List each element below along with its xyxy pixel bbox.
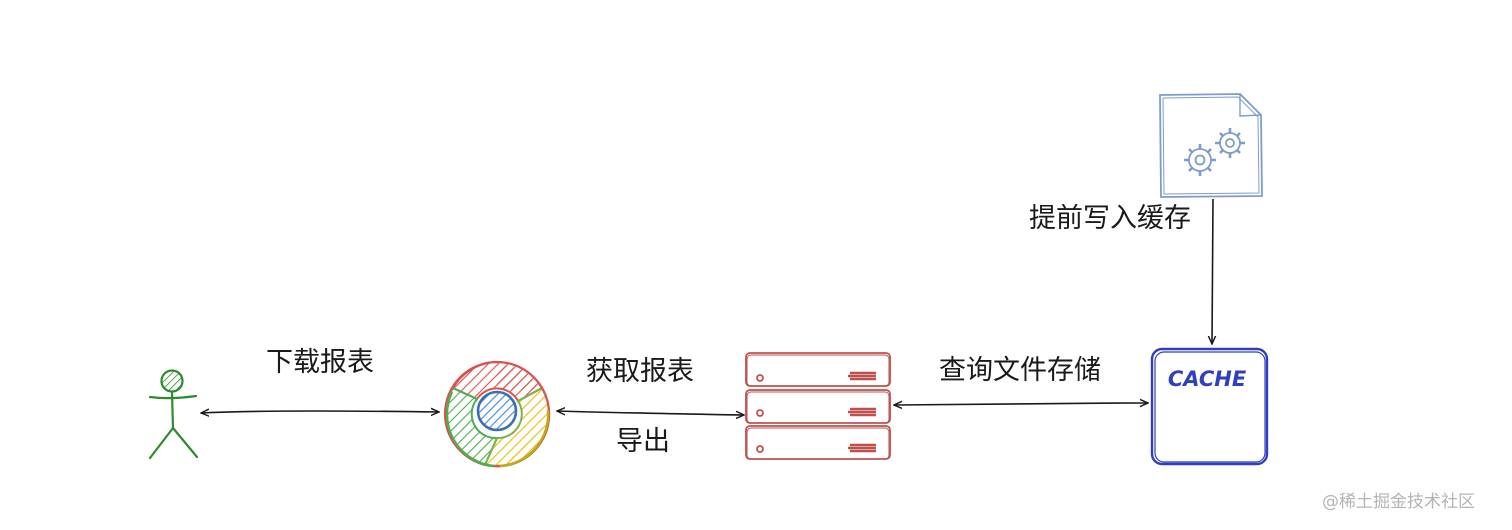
edge-label-export: 导出 [616,426,670,457]
user-icon [148,369,199,460]
edge-label-download: 下载报表 [266,347,374,378]
arrows [201,198,1213,415]
edge-label-query: 查询文件存储 [939,355,1101,386]
arrow-config-cache [1212,198,1213,344]
gear-icon [1184,144,1216,176]
cache-label: CACHE [1168,367,1247,391]
chrome-browser-icon [443,360,551,468]
edge-label-prewrite: 提前写入缓存 [1029,203,1191,234]
arrow-server-cache [894,403,1148,405]
settings-file-icon [1159,93,1263,198]
gear-icon [1215,128,1245,158]
edge-label-fetch: 获取报表 [586,356,694,387]
cache-node: CACHE [1150,347,1269,466]
watermark: @稀土掘金技术社区 [1322,492,1475,512]
arrow-browser-server [557,411,744,415]
arrow-user-browser [201,411,439,413]
server-icon [745,352,891,460]
